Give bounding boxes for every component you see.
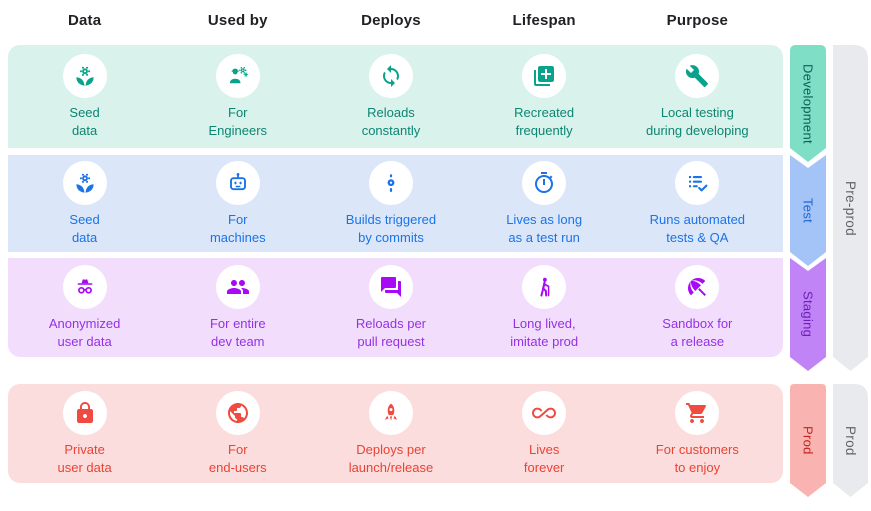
elderly-walker-icon xyxy=(522,264,567,309)
cell-test-data: Seed data xyxy=(8,160,161,247)
engineer-person-icon xyxy=(215,53,260,98)
wrench-icon xyxy=(675,53,720,98)
robot-icon xyxy=(215,160,260,205)
seed-flower-icon xyxy=(62,160,107,205)
cell-label: Local testing during developing xyxy=(646,104,749,138)
row-development: Seed data For Engineers Reloads constant… xyxy=(8,45,783,148)
incognito-icon xyxy=(62,264,107,309)
cell-label: Seed data xyxy=(69,104,100,138)
beach-umbrella-icon xyxy=(675,264,720,309)
ribbon-label: Test xyxy=(800,197,816,224)
cell-label: For end-users xyxy=(208,441,267,475)
cell-prod-used-by: For end-users xyxy=(161,390,314,477)
ribbon-test: Test xyxy=(790,155,826,266)
rocket-launch-icon xyxy=(368,390,413,435)
group-people-icon xyxy=(215,264,260,309)
cell-label: For customers to enjoy xyxy=(655,441,739,475)
cell-dev-lifespan: Recreated frequently xyxy=(468,53,621,140)
cell-label: Recreated frequently xyxy=(514,104,575,138)
cell-label: Long lived, imitate prod xyxy=(510,315,579,349)
cell-dev-data: Seed data xyxy=(8,53,161,140)
cell-label: Sandbox for a release xyxy=(662,315,733,349)
infinity-icon xyxy=(522,390,567,435)
globe-icon xyxy=(215,390,260,435)
cell-test-lifespan: Lives as long as a test run xyxy=(468,160,621,247)
ribbon-label: Prod xyxy=(800,426,816,455)
cell-label: Reloads per pull request xyxy=(355,315,427,349)
cell-label: Deploys per launch/release xyxy=(348,441,434,475)
header-used-by: Used by xyxy=(207,12,268,29)
sync-arrows-icon xyxy=(368,53,413,98)
cell-label: For entire dev team xyxy=(209,315,266,349)
row-prod: Private user data For end-users Deploys … xyxy=(8,384,783,483)
checklist-icon xyxy=(675,160,720,205)
cell-test-used-by: For machines xyxy=(161,160,314,247)
header-purpose: Purpose xyxy=(666,12,729,29)
shopping-cart-icon xyxy=(675,390,720,435)
cell-label: Lives as long as a test run xyxy=(506,211,583,245)
cell-prod-lifespan: Lives forever xyxy=(468,390,621,477)
cell-prod-purpose: For customers to enjoy xyxy=(621,390,774,477)
ribbon-staging: Staging xyxy=(790,258,826,371)
cell-test-purpose: Runs automated tests & QA xyxy=(621,160,774,247)
cell-label: For machines xyxy=(209,211,266,245)
ribbon-prod-group: Prod xyxy=(833,384,868,497)
cell-dev-purpose: Local testing during developing xyxy=(621,53,774,140)
cell-label: Private user data xyxy=(57,441,112,475)
cell-staging-purpose: Sandbox for a release xyxy=(621,264,774,351)
cell-staging-data: Anonymized user data xyxy=(8,264,161,351)
header-deploys: Deploys xyxy=(361,12,421,29)
header-data: Data xyxy=(67,12,102,29)
cell-dev-deploys: Reloads constantly xyxy=(314,53,467,140)
ribbon-prod: Prod xyxy=(790,384,826,497)
commit-icon xyxy=(368,160,413,205)
row-test: Seed data For machines Builds triggered … xyxy=(8,155,783,252)
cell-label: Lives forever xyxy=(523,441,565,475)
cell-test-deploys: Builds triggered by commits xyxy=(314,160,467,247)
forum-chat-icon xyxy=(368,264,413,309)
ribbon-development: Development xyxy=(790,45,826,162)
cell-label: For Engineers xyxy=(208,104,268,138)
cell-staging-lifespan: Long lived, imitate prod xyxy=(468,264,621,351)
lock-icon xyxy=(62,390,107,435)
cell-label: Builds triggered by commits xyxy=(345,211,437,245)
cell-dev-used-by: For Engineers xyxy=(161,53,314,140)
row-staging: Anonymized user data For entire dev team… xyxy=(8,258,783,357)
ribbon-label: Staging xyxy=(800,291,816,338)
cell-prod-data: Private user data xyxy=(8,390,161,477)
cell-staging-used-by: For entire dev team xyxy=(161,264,314,351)
cell-label: Seed data xyxy=(69,211,100,245)
cell-label: Reloads constantly xyxy=(361,104,421,138)
cell-label: Runs automated tests & QA xyxy=(649,211,746,245)
ribbon-pre-prod: Pre-prod xyxy=(833,45,868,371)
seed-flower-icon xyxy=(62,53,107,98)
cell-staging-deploys: Reloads per pull request xyxy=(314,264,467,351)
cell-label: Anonymized user data xyxy=(48,315,121,349)
library-add-icon xyxy=(522,53,567,98)
timer-icon xyxy=(522,160,567,205)
header-lifespan: Lifespan xyxy=(512,12,576,29)
ribbon-label: Pre-prod xyxy=(843,180,858,236)
column-headers: Data Used by Deploys Lifespan Purpose xyxy=(8,12,783,29)
ribbon-label: Prod xyxy=(843,425,858,456)
cell-prod-deploys: Deploys per launch/release xyxy=(314,390,467,477)
ribbon-label: Development xyxy=(800,63,816,144)
